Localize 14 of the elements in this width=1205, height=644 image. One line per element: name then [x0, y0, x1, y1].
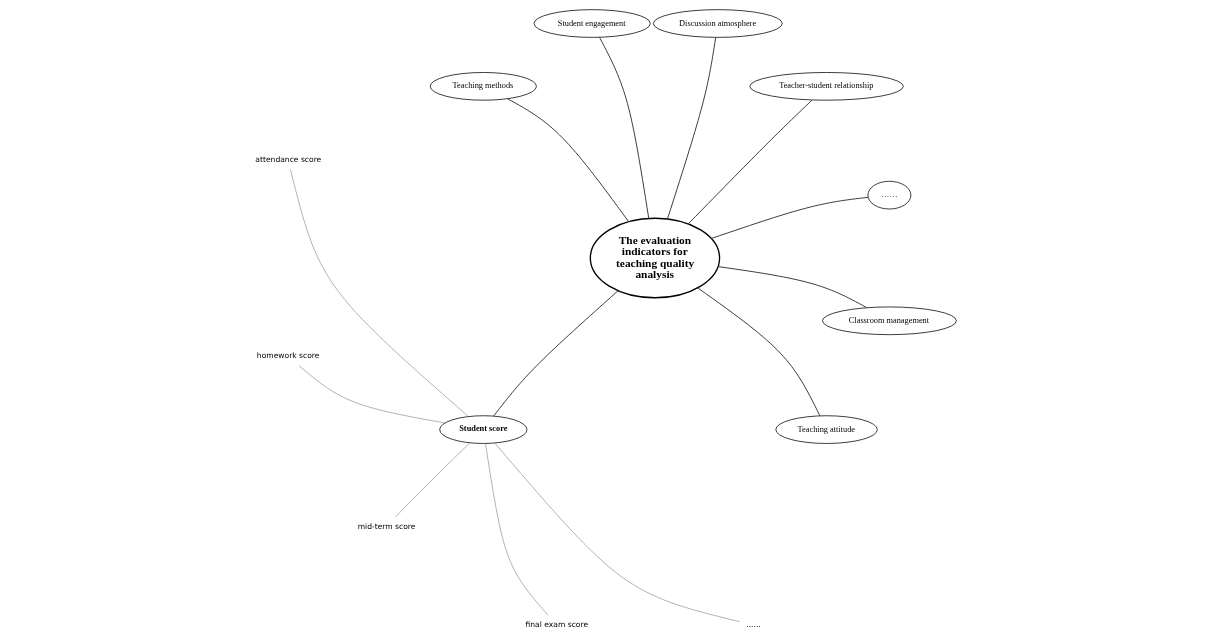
connector	[507, 98, 630, 223]
connector	[599, 37, 650, 219]
connector	[697, 287, 821, 417]
connector	[710, 196, 869, 239]
connector	[667, 37, 717, 220]
connector	[687, 99, 813, 225]
connector	[485, 443, 549, 616]
connector	[290, 169, 469, 417]
connector	[395, 442, 470, 518]
connector	[494, 442, 740, 622]
node-ellipse: The evaluation indicators for teaching quality analysis	[589, 217, 721, 299]
connector	[717, 266, 868, 309]
connector	[298, 365, 446, 424]
connector	[493, 290, 619, 417]
